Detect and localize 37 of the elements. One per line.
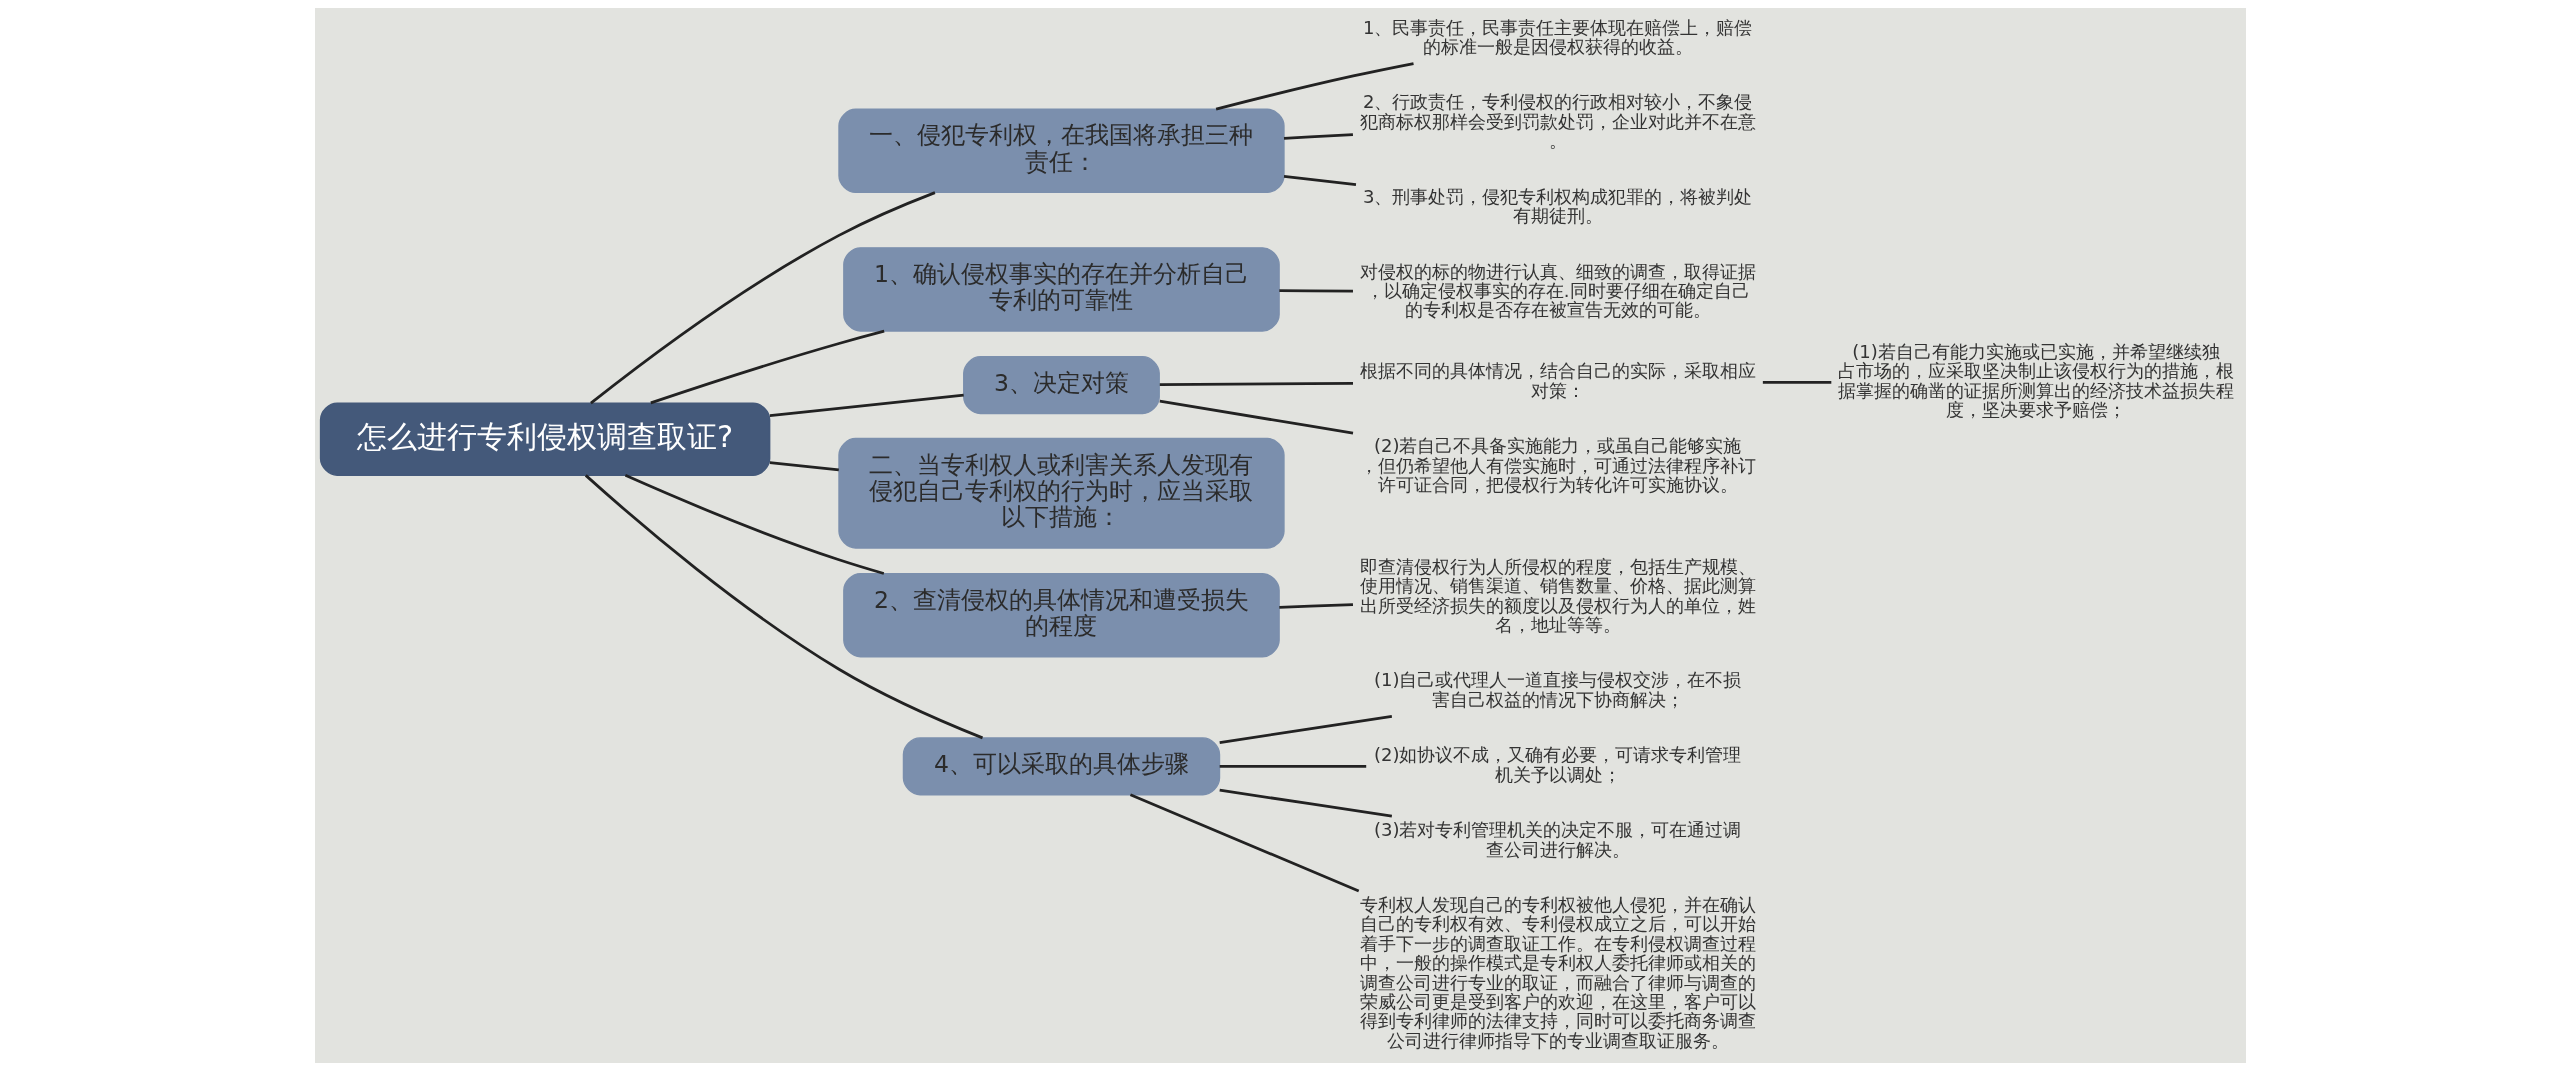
connector <box>769 393 964 418</box>
node-text: (1)自己或代理人一道直接与侵权交涉，在不损害自己权益的情况下协商解决； <box>1373 669 1742 710</box>
connector <box>769 461 839 472</box>
connector <box>1218 715 1392 744</box>
connector <box>1219 764 1366 768</box>
node-text: 1、民事责任，民事责任主要体现在赔偿上，赔偿的标准一般是因侵权获得的收益。 <box>1362 16 1752 57</box>
connector <box>1215 62 1414 111</box>
node-text: 2、行政责任，专利侵权的行政相对较小，不象侵犯商标权那样会受到罚款处罚，企业对此并不在意。 <box>1359 91 1756 152</box>
node-text: 对侵权的标的物进行认真、细致的调查，取得证据，以确定侵权事实的存在.同时要仔细在确定自己的专利权是否存在被宣告无效的可能。 <box>1359 260 1756 321</box>
connector <box>1278 289 1353 293</box>
connector <box>1159 399 1353 435</box>
node-box: 一、侵犯专利权，在我国将承担三种责任： <box>837 108 1285 194</box>
node-text: 专利权人发现自己的专利权被他人侵犯，并在确认自己的专利权有效、专利侵权成立之后，可以开始着手下一步的调查取证工作。在专利侵权调查过程中，一般的操作模式是专利权人委托律师或相关的调查公司进行专业的取证，而融合了律师与调查的荣威公司更是受到客户的欢迎，在这里，客户可以得到专利律师的法律支持，同时可以委托商务调查公司进行律师指导下的专业调查取证服务。 <box>1359 894 1756 1051</box>
node-text: (2)若自己不具备实施能力，或虽自己能够实施，但仍希望他人有偿实施时，可通过法律程序补订许可证合同，把侵权行为转化许可实施协议。 <box>1359 435 1756 495</box>
connector <box>1278 603 1353 609</box>
node-text: 即查清侵权行为人所侵权的程度，包括生产规模、使用情况、销售渠道、销售数量、价格、据此测算出所受经济损失的额度以及侵权行为人的单位，姓名，地址等等。 <box>1359 555 1756 636</box>
connector <box>1218 788 1392 818</box>
connector <box>589 191 935 405</box>
node-box: 4、可以采取的具体步骤 <box>902 737 1220 796</box>
node-text: (3)若对专利管理机关的决定不服，可在通过调查公司进行解决。 <box>1373 819 1742 860</box>
connector <box>1283 174 1356 186</box>
node-box: 2、查清侵权的具体情况和遭受损失的程度 <box>842 572 1280 658</box>
node-box: 1、确认侵权事实的存在并分析自己专利的可靠性 <box>842 247 1280 332</box>
connector <box>1159 382 1353 386</box>
connector <box>649 329 885 405</box>
node-text: (1)若自己有能力实施或已实施，并希望继续独占市场的，应采取坚决制止该侵权行为的措施，根据掌握的确凿的证据所测算出的经济技术益损失程度，坚决要求予赔偿； <box>1837 340 2234 421</box>
node-text: (2)如协议不成，又确有必要，可请求专利管理机关予以调处； <box>1373 744 1742 785</box>
connector <box>624 474 884 575</box>
connector <box>584 474 983 740</box>
connector <box>1283 133 1353 140</box>
connector <box>1129 793 1359 893</box>
node-text: 3、刑事处罚，侵犯专利权构成犯罪的，将被判处有期徒刑。 <box>1362 185 1752 227</box>
node-text: 根据不同的具体情况，结合自己的实际，采取相应对策： <box>1359 360 1756 401</box>
connector <box>1762 380 1831 384</box>
node-box: 怎么进行专利侵权调查取证? <box>319 402 770 476</box>
node-box: 3、决定对策 <box>962 356 1160 415</box>
node-box: 二、当专利权人或利害关系人发现有侵犯自己专利权的行为时，应当采取以下措施： <box>837 437 1285 549</box>
